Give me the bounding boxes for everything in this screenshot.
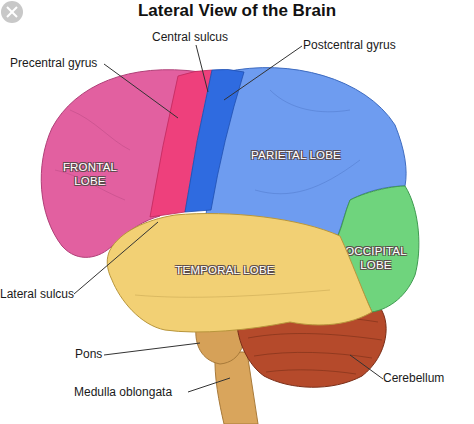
cerebellum-fold bbox=[248, 334, 382, 340]
leader-line bbox=[104, 343, 200, 355]
lobe-label: FRONTAL LOBE bbox=[60, 160, 120, 188]
leader-line bbox=[188, 378, 230, 392]
sulcus-line bbox=[270, 90, 350, 112]
part-label: Pons bbox=[75, 347, 102, 362]
part-label: Precentral gyrus bbox=[10, 56, 97, 71]
close-icon bbox=[1, 1, 23, 23]
lobe-region: TEMPORAL LOBE bbox=[104, 206, 376, 338]
title: Lateral View of the Brain bbox=[0, 0, 474, 22]
sulcus-line bbox=[255, 160, 360, 194]
leader-line bbox=[350, 355, 383, 379]
cerebellum-fold bbox=[266, 370, 356, 374]
close-icon-cross bbox=[7, 7, 17, 17]
leader-line bbox=[74, 222, 158, 294]
close-icon-cross bbox=[7, 7, 17, 17]
part-label: Central sulcus bbox=[152, 30, 228, 45]
lobe-label: TEMPORAL LOBE bbox=[160, 263, 290, 277]
postcentral-gyrus-shape bbox=[185, 69, 244, 212]
part-label: Lateral sulcus bbox=[0, 287, 74, 302]
cerebellum-fold bbox=[254, 352, 372, 358]
leader-line bbox=[224, 46, 302, 100]
sulcus-line bbox=[55, 170, 125, 200]
part-label: Postcentral gyrus bbox=[303, 38, 396, 53]
lobe-shape bbox=[107, 214, 372, 332]
leader-line bbox=[196, 45, 208, 92]
sulcus-line bbox=[70, 110, 130, 150]
precentral-gyrus-shape bbox=[150, 70, 212, 217]
leader-line bbox=[104, 64, 178, 118]
sulcus-line bbox=[135, 290, 330, 297]
part-label: Medulla oblongata bbox=[74, 385, 172, 400]
part-label: Cerebellum bbox=[383, 371, 444, 386]
lobe-label: PARIETAL LOBE bbox=[236, 148, 356, 162]
